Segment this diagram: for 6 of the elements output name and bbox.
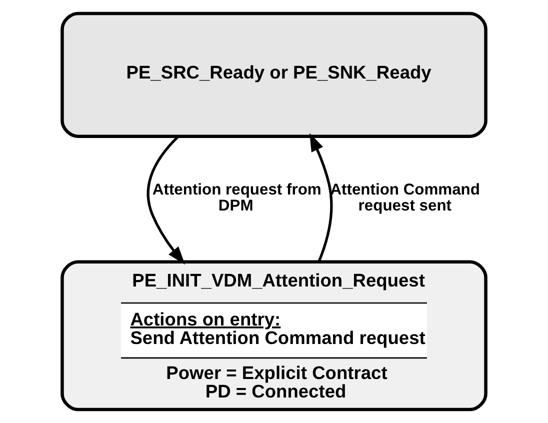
node-box: PE_SRC_Ready or PE_SNK_Ready: [60, 12, 488, 138]
node-box: PE_INIT_VDM_Attention_Request Actions on entry: Send Attention Command request Power = Explicit Contract PD = Connected: [60, 260, 488, 412]
arrow: [310, 133, 333, 262]
arrow: [146, 135, 186, 265]
edge-label: Attention request from DPM: [152, 182, 322, 214]
edge-label: Attention Command request sent: [330, 182, 480, 214]
